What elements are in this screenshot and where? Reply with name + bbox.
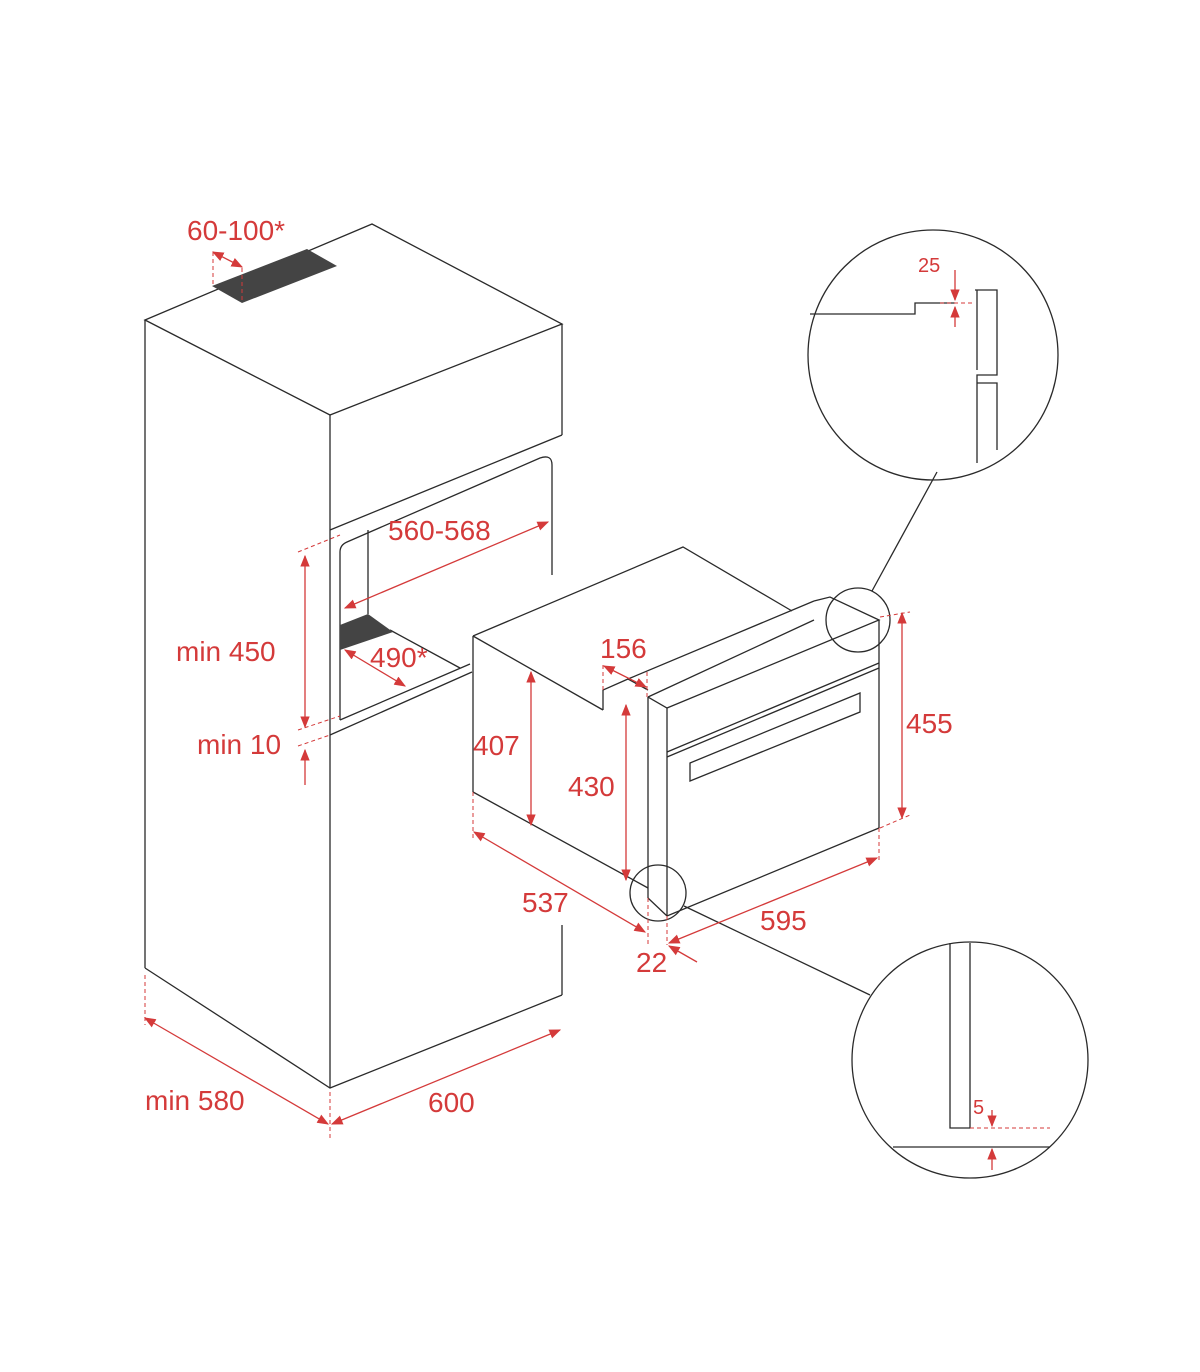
dim-cabinet-depth: min 580 <box>145 1085 245 1116</box>
niche-vent-opening <box>340 614 393 650</box>
dim-cabinet-width: 600 <box>428 1087 475 1118</box>
dim-oven-body-height: 430 <box>568 771 615 802</box>
dimension-labels: 60-100* 560-568 490* min 450 min 10 min … <box>145 215 953 1118</box>
detail-bottom: 5 <box>629 864 1089 1179</box>
dim-notch-depth: 156 <box>600 633 647 664</box>
dim-oven-depth: 537 <box>522 887 569 918</box>
dim-vent-depth: 490* <box>370 642 428 673</box>
top-vent-opening <box>212 249 337 303</box>
tall-cabinet <box>143 223 564 1089</box>
dim-niche-height: min 450 <box>176 636 276 667</box>
dim-vent-top: 60-100* <box>187 215 285 246</box>
dim-oven-side-height: 407 <box>473 730 520 761</box>
dim-gap-below: min 10 <box>197 729 281 760</box>
dim-front-height: 455 <box>906 708 953 739</box>
dim-detail-top-gap: 25 <box>918 255 940 277</box>
dim-detail-bottom-gap: 5 <box>973 1097 984 1119</box>
dim-front-thickness: 22 <box>636 947 667 978</box>
dim-niche-width: 560-568 <box>388 515 491 546</box>
dim-front-width: 595 <box>760 905 807 936</box>
detail-top: 25 <box>807 229 1059 653</box>
oven <box>472 546 881 917</box>
dimension-lines <box>143 251 911 1140</box>
